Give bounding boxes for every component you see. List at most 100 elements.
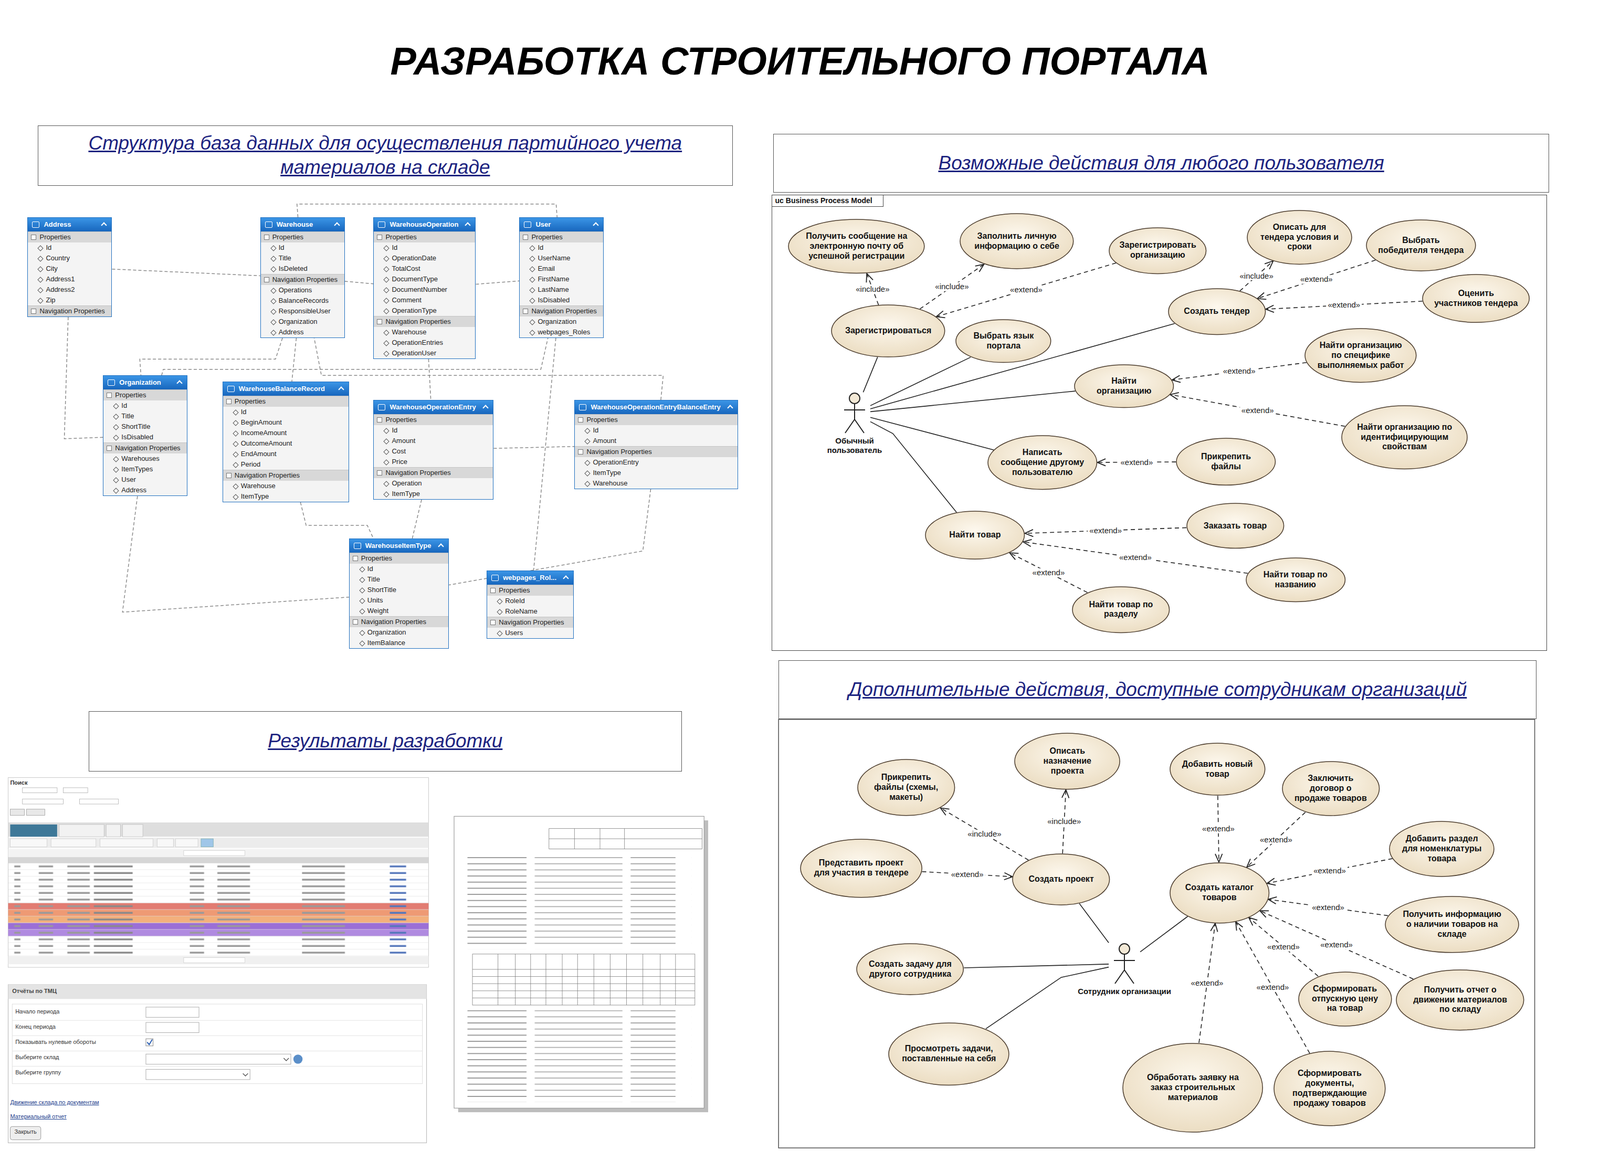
property: IncomeAmount [223,427,349,439]
relation-line [297,204,558,218]
entity-box: WarehouseItemTypePropertiesIdTitleShortT… [349,538,450,649]
use-case-text: Добавить новый товар [1180,759,1256,780]
ellipse-shape [1074,364,1174,408]
ellipse-shape [1389,821,1494,877]
property: Address [260,327,345,338]
property: ShortTitle [103,421,187,433]
section-bar: Properties [223,395,349,407]
use-case-ellipse: Создать задачу для другого сотрудника [856,943,964,996]
ellipse-shape [1122,1043,1263,1133]
property: IsDisabled [103,432,187,443]
edge-label: «extend» [1200,824,1237,834]
section-bar: Navigation Properties [260,274,345,286]
ui-label: Поиск [9,779,28,786]
section-bar: Navigation Properties [223,469,349,481]
dependency-arrow [1248,917,1319,977]
use-case-ellipse: Найти товар [924,510,1026,560]
property: BeginAmount [223,417,349,428]
property: Price [373,456,493,468]
edge-label: «extend» [1265,942,1302,952]
property: IsDisabled [519,295,604,306]
section-bar: Navigation Properties [27,305,112,317]
use-case-text: Найти товар [935,530,1015,541]
ui-label: Выберите склад [15,1054,59,1061]
relation-line [314,338,664,400]
property: RoleId [487,595,574,607]
property: IsDeleted [260,263,345,275]
property: Zip [27,295,112,306]
edge-label: «extend» [1318,940,1355,950]
dependency-arrow [1268,899,1388,917]
section-bar: Properties [373,414,493,426]
actor-head [849,393,860,404]
document-scan [454,816,709,1113]
actor-figure [838,392,871,435]
property: Id [103,400,187,412]
use-case-text: Сформировать отпускную цену на товар [1308,984,1382,1015]
property: ShortTitle [349,584,449,596]
edge-label: «extend» [1258,835,1294,845]
use-case-ellipse: Просмотреть задачи, поставленные на себя [888,1022,1010,1087]
actor-body [844,403,866,434]
section-bar: Properties [519,231,604,243]
dependency-arrow [1257,260,1376,299]
use-case-text: Выбрать язык портала [966,331,1042,352]
edge-label: «extend» [1255,983,1291,993]
use-case-text: Прикрепить файлы (схемы, макеты) [867,772,945,803]
property: FirstName [519,274,604,285]
relation-line [64,317,104,439]
dependency-arrow [1235,921,1310,1054]
ellipse-shape [1170,862,1270,924]
section-bar: Navigation Properties [373,316,476,328]
property: Cost [373,446,493,457]
use-case-ellipse: Представить проект для участия в тендере [800,838,923,899]
property: Organization [349,627,449,638]
relation-line [344,281,374,284]
use-case-text: Оценить участников тендера [1434,288,1519,309]
use-case-ellipse: Заполнить личную информацию о себе [959,213,1075,270]
page-title: РАЗРАБОТКА СТРОИТЕЛЬНОГО ПОРТАЛА [0,38,1600,84]
use-case-text: Создать тендер [1178,306,1256,317]
property: Weight [349,605,449,617]
property: OperationEntries [373,337,476,349]
ellipse-shape [1366,219,1476,271]
edge-label: «extend» [1119,457,1155,467]
ui-label: Закрыть [9,1128,41,1135]
actor-label: Обычный пользователь [813,436,896,455]
entity-title: WarehouseOperationEntryBalanceEntry [574,400,738,415]
relation-line [139,338,283,376]
relation-line [533,338,556,571]
property: UserName [519,253,604,264]
property: Id [574,425,738,436]
entity-box: UserPropertiesIdUserNameEmailFirstNameLa… [519,217,604,339]
use-case-ellipse: Найти товар по разделу [1071,586,1171,634]
property: Title [260,253,345,264]
ellipse-shape [800,839,922,898]
use-case-text: Создать проект [1023,874,1100,885]
use-case-ellipse: Найти товар по названию [1245,557,1346,603]
edge-label: «include» [933,282,971,292]
property: OutcomeAmount [223,438,349,449]
ellipse-shape [1385,896,1519,953]
property: City [27,263,112,275]
ellipse-shape [955,319,1051,363]
use-case-text: Выбрать победителя тендера [1377,235,1465,256]
property: Id [27,242,112,254]
property: Id [373,242,476,254]
property: Id [223,406,349,418]
section-bar: Properties [487,584,574,596]
entity-box: WarehouseOperationEntryBalanceEntryPrope… [574,400,739,490]
property: Warehouses [103,453,187,465]
edge-label: «extend» [1325,300,1362,310]
section-heading: Структура база данных для осуществления … [48,131,722,181]
use-case-ellipse: Создать тендер [1167,288,1267,335]
property: Organization [519,316,604,328]
ui-label: Движение склада по документам [9,1099,99,1106]
ellipse-shape [987,435,1098,490]
association-line [870,421,957,513]
ellipse-shape [856,943,964,995]
relation-line [161,338,549,376]
actor-figure [1108,942,1141,985]
dependency-arrow [1172,362,1307,381]
dependency-arrow [940,807,1029,860]
